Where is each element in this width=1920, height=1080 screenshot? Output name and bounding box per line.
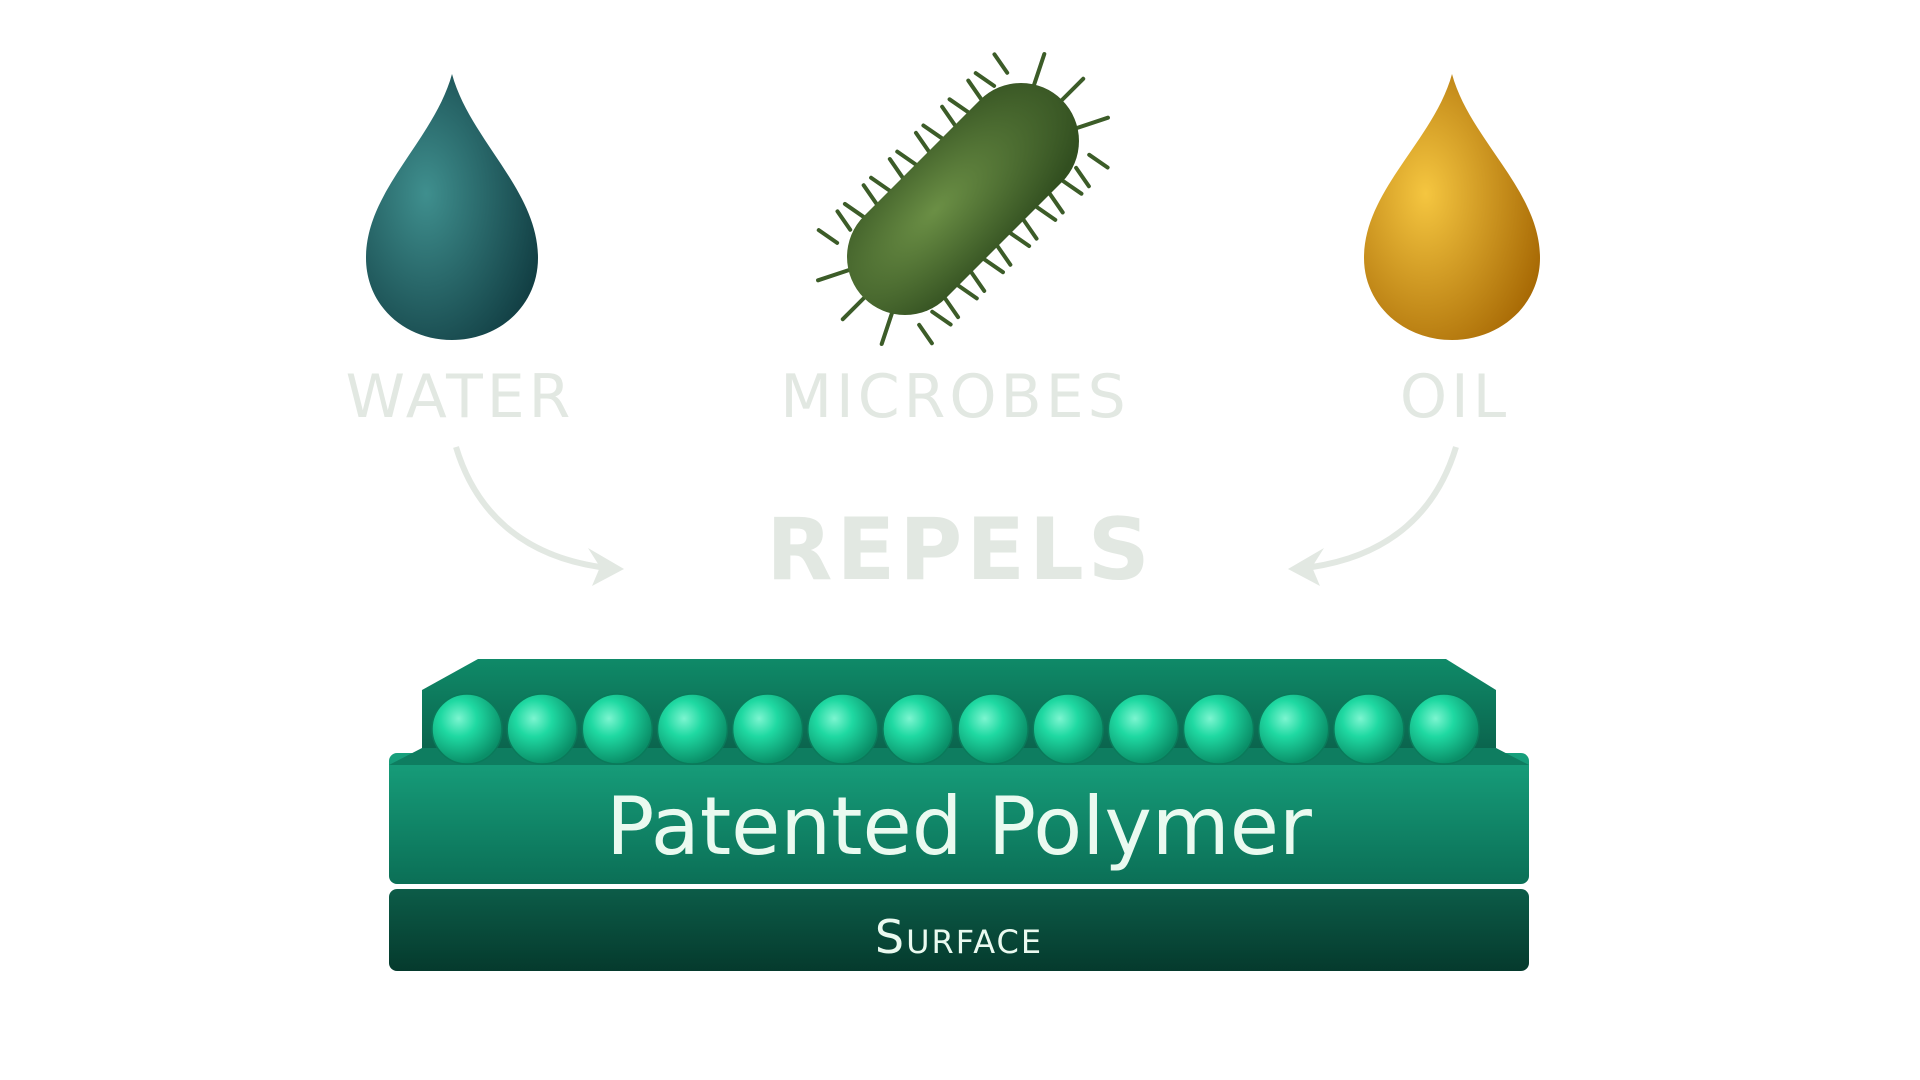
surface-layer [389, 889, 1529, 971]
label-oil: OIL [1399, 362, 1511, 432]
polymer-sphere [1408, 693, 1480, 765]
microbe-icon [816, 52, 1110, 346]
arrow-water-head-icon [588, 548, 624, 586]
polymer-sphere [656, 693, 729, 765]
polymer-sphere [1333, 693, 1405, 765]
polymer-sphere [731, 693, 804, 765]
water-drop-icon [366, 74, 538, 340]
polymer-sphere [1182, 693, 1255, 765]
polymer-sphere [807, 693, 879, 765]
polymer-layer [389, 753, 1529, 884]
polymer-label: Patented Polymer [606, 780, 1312, 873]
polymer-sphere [1257, 693, 1330, 765]
polymer-sphere [506, 693, 578, 765]
label-repels: REPELS [766, 500, 1154, 600]
polymer-sphere [1032, 693, 1104, 765]
arrow-oil-head-icon [1288, 548, 1324, 586]
arrow-oil-icon [1311, 446, 1459, 570]
surface-label: Surface [874, 910, 1044, 964]
polymer-sphere [882, 693, 954, 765]
polymer-sphere [431, 693, 503, 765]
oil-drop-icon [1364, 74, 1540, 340]
polymer-sphere [1107, 693, 1180, 765]
arrow-water-icon [453, 446, 601, 570]
polymer-sphere [957, 693, 1029, 765]
label-water: WATER [345, 362, 575, 432]
polymer-sphere [581, 693, 654, 765]
label-microbes: MICROBES [780, 362, 1130, 432]
